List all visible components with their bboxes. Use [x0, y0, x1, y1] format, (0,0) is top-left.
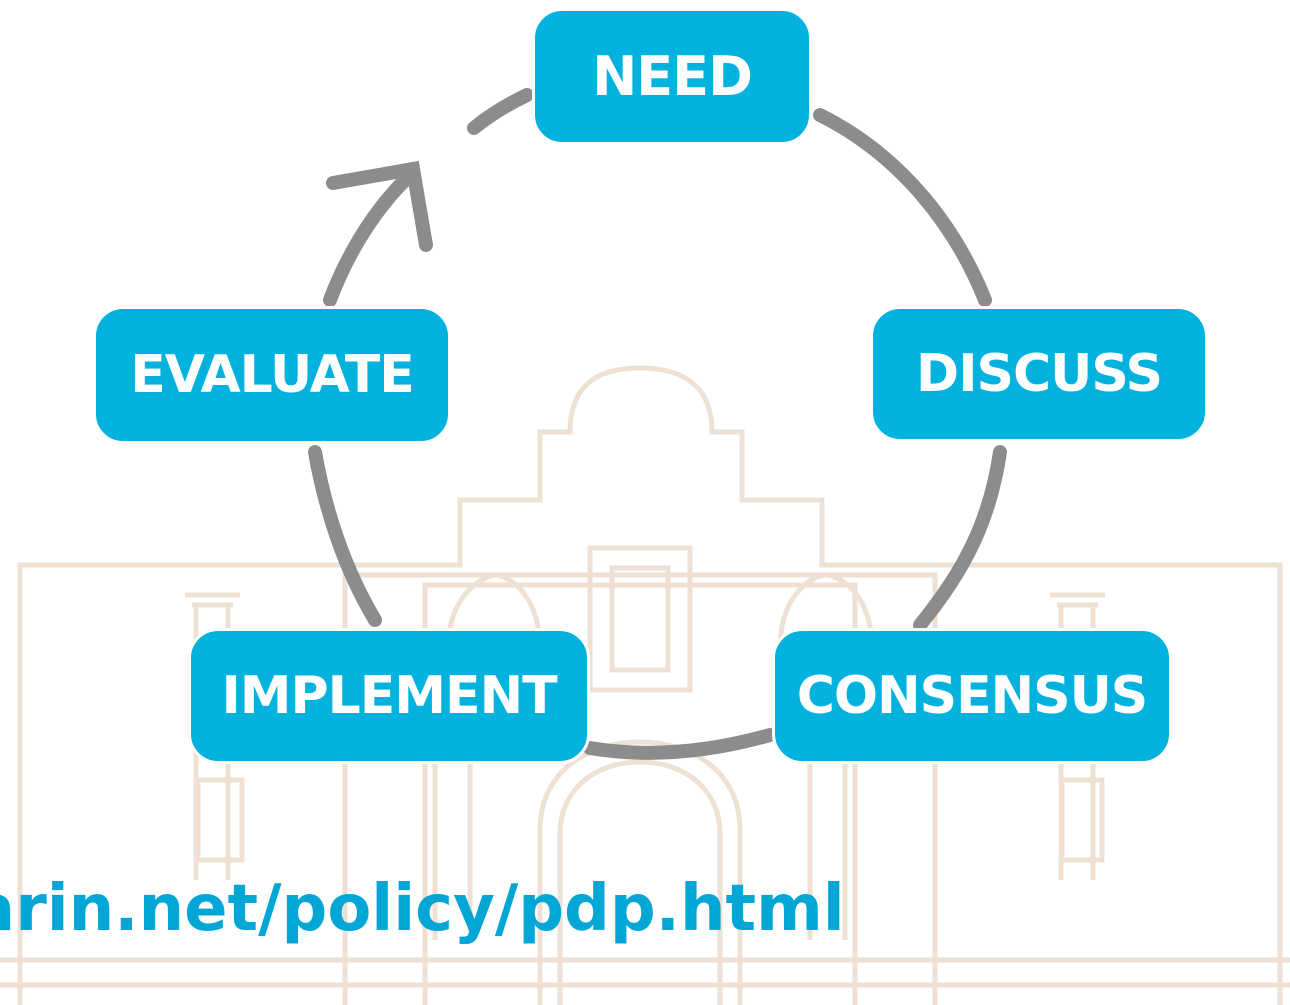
arrow-head-icon: [326, 160, 433, 252]
step-evaluate-box: EVALUATE: [93, 306, 451, 444]
step-need-label: NEED: [592, 45, 753, 108]
cycle-arc-consensus-implement: [583, 728, 777, 760]
cycle-arc-implement-evaluate: [308, 445, 382, 627]
step-discuss-box: DISCUSS: [870, 306, 1208, 442]
step-consensus-box: CONSENSUS: [772, 628, 1172, 764]
cycle-arc-discuss-consensus: [913, 445, 1007, 632]
step-evaluate-label: EVALUATE: [130, 345, 415, 405]
cycle-arc-need-discuss: [813, 108, 992, 307]
step-need-box: NEED: [532, 8, 812, 145]
policy-url-text: arin.net/policy/pdp.html: [0, 872, 845, 946]
step-consensus-label: CONSENSUS: [796, 666, 1149, 726]
step-implement-label: IMPLEMENT: [221, 666, 557, 726]
step-implement-box: IMPLEMENT: [188, 628, 590, 764]
cycle-arc-evaluate-need: [323, 173, 412, 307]
cycle-arc-need-top: [467, 88, 534, 135]
step-discuss-label: DISCUSS: [916, 344, 1163, 404]
